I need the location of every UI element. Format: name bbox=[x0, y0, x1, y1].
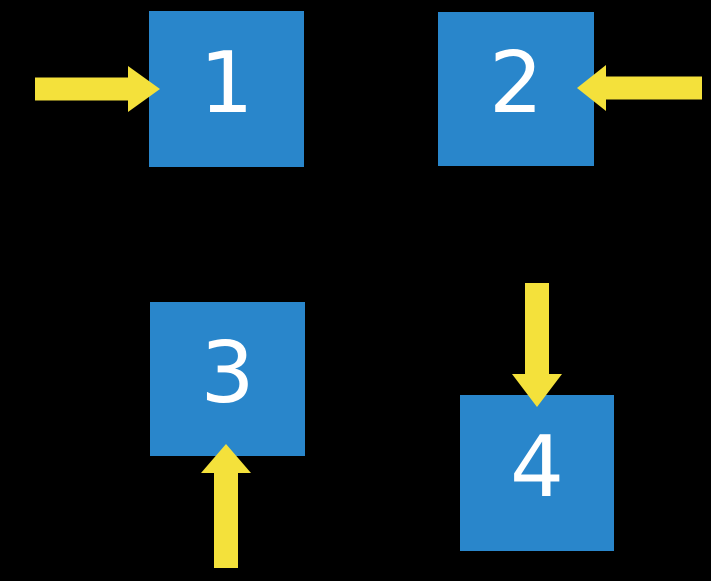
square-3-label: 3 bbox=[200, 323, 255, 423]
square-4-label: 4 bbox=[509, 417, 565, 517]
down-arrow-icon bbox=[512, 283, 562, 407]
square-4[interactable]: 4 bbox=[460, 395, 614, 551]
up-arrow-icon bbox=[201, 444, 251, 568]
square-1-label: 1 bbox=[199, 33, 254, 133]
left-arrow-icon bbox=[577, 65, 702, 111]
square-2[interactable]: 2 bbox=[438, 12, 594, 166]
square-3[interactable]: 3 bbox=[150, 302, 305, 456]
right-arrow-icon bbox=[35, 66, 160, 112]
square-2-label: 2 bbox=[488, 33, 544, 133]
square-1[interactable]: 1 bbox=[149, 11, 304, 167]
